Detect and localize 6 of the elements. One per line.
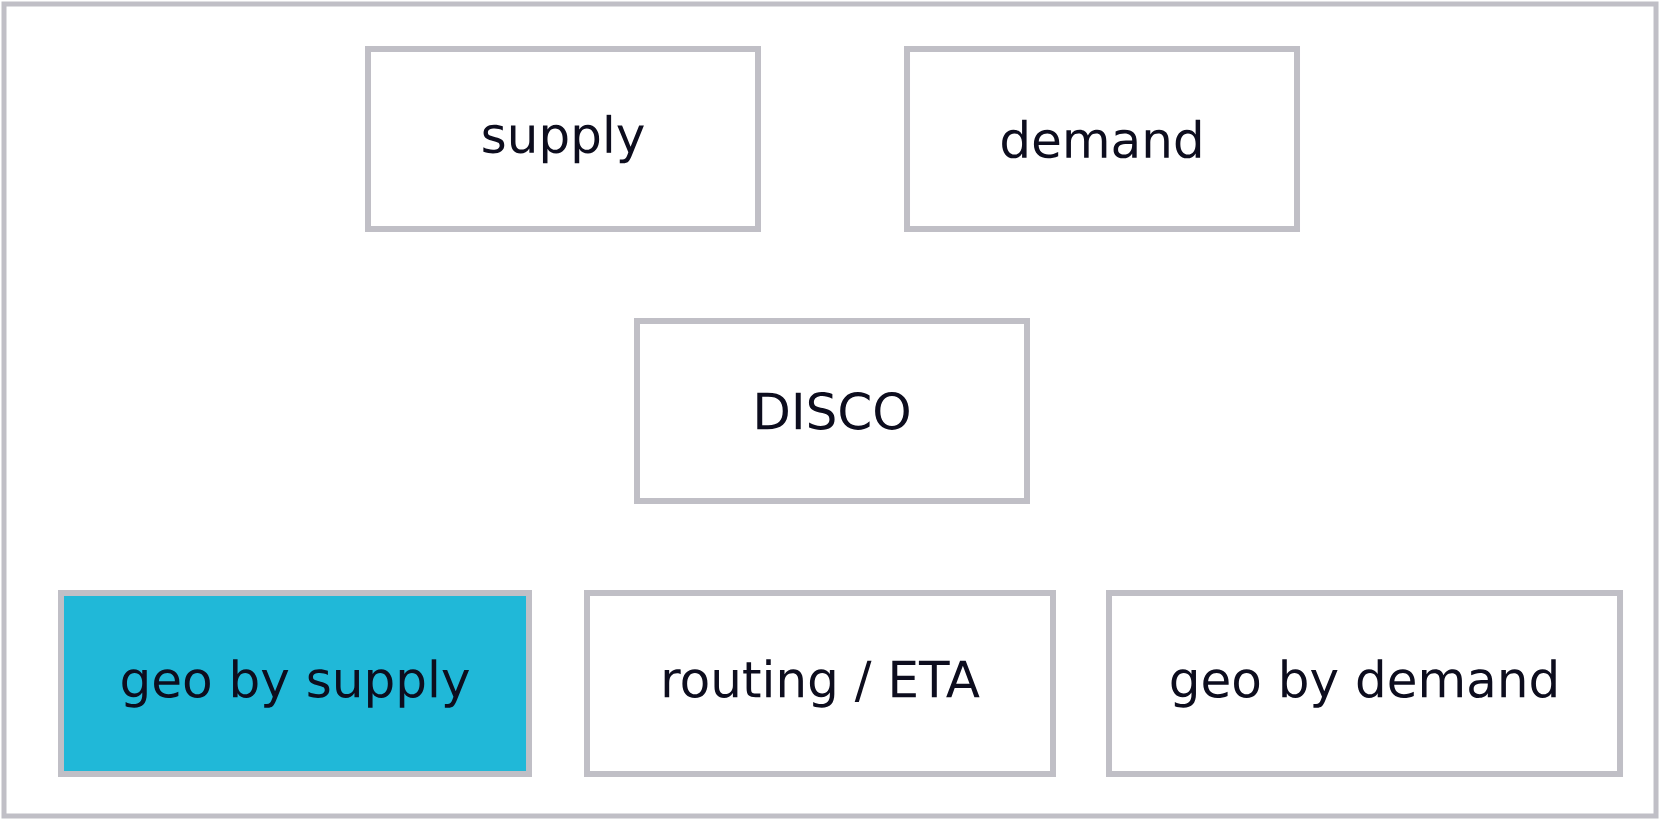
process-box: supply — [365, 46, 761, 232]
process-box: demand — [904, 46, 1300, 232]
process-box: geo by supply — [58, 590, 532, 777]
process-box: DISCO — [634, 318, 1030, 504]
process-box: routing / ETA — [584, 590, 1056, 777]
process-box: geo by demand — [1106, 590, 1623, 777]
